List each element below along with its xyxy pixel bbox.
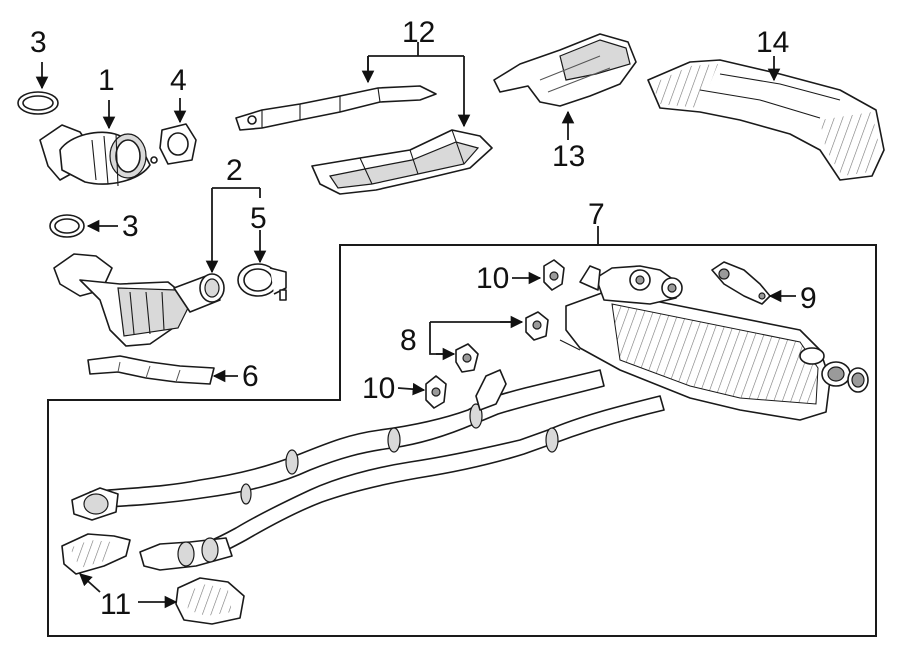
part-10-hanger-lower: [425, 375, 447, 409]
part-5-clamp: [237, 263, 287, 301]
callout-5: 5: [250, 202, 267, 235]
callout-2: 2: [226, 154, 243, 187]
callout-12: 12: [402, 16, 435, 49]
leader-11-left: [79, 573, 101, 593]
leader-2: [212, 187, 260, 272]
part-8-hanger-lower: [455, 343, 479, 373]
part-3-gasket-lower: [49, 214, 85, 238]
part-14-underbody-heat-shield: [647, 59, 885, 181]
callout-4: 4: [170, 64, 187, 97]
part-4-flange-gasket: [159, 123, 197, 165]
part-1-manifold-converter: [39, 124, 158, 187]
part-11-heat-shield-left: [61, 533, 131, 575]
part-13-heat-shield: [493, 33, 637, 107]
callout-10-top: 10: [476, 262, 509, 295]
part-8-hanger-upper: [525, 311, 549, 341]
callout-7: 7: [588, 198, 605, 231]
part-7-exhaust-system: [71, 265, 869, 571]
part-9-bracket: [711, 261, 771, 305]
part-12-heat-shield-upper: [235, 85, 437, 131]
part-12-heat-shield-lower: [311, 129, 493, 195]
leader-8: [429, 321, 520, 355]
part-6-heat-shield: [87, 355, 215, 385]
part-2-catalytic-converter: [53, 253, 225, 347]
leader-10-lower: [397, 382, 426, 396]
callout-10-lower: 10: [362, 372, 395, 405]
part-7-group-frame: [47, 244, 877, 637]
callout-1: 1: [98, 64, 115, 97]
callout-3-top: 3: [30, 26, 47, 59]
callout-9: 9: [800, 282, 817, 315]
part-3-gasket-top: [17, 91, 59, 115]
callout-8: 8: [400, 324, 417, 357]
callout-11: 11: [100, 588, 131, 621]
part-11-heat-shield-right: [175, 577, 245, 625]
callout-14: 14: [756, 26, 789, 59]
part-10-hanger-top: [543, 259, 565, 291]
callout-13: 13: [552, 140, 585, 173]
callout-3-lower: 3: [122, 210, 139, 243]
callout-6: 6: [242, 360, 259, 393]
